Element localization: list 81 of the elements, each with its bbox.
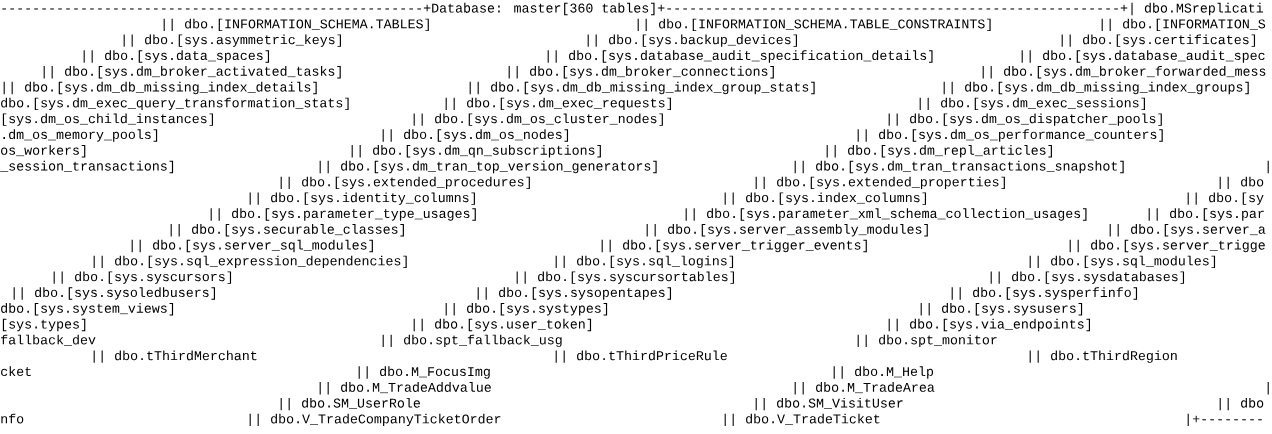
table-name-text: || dbo.[sys.sysdatabases] [990, 271, 1185, 284]
table-name-text: || dbo.[INFORMATION_SCHEMA.TABLES] [163, 18, 429, 32]
table-name-text: || dbo.tThirdRegion [1029, 350, 1177, 363]
table-name-text: || dbo.[sys.extended_procedures] [280, 176, 530, 190]
table-name-text: || dbo [1219, 176, 1264, 190]
table-name-text: || dbo.[sys.sysoledbusers] [13, 287, 215, 300]
table-name-text: || dbo.SM_UserRole [280, 397, 420, 411]
table-name-text: | [1267, 382, 1269, 395]
table-name-text: || dbo.[sys.dm_broker_activated_tasks] [43, 66, 341, 79]
table-name-text: || dbo.[sys.index_columns] [724, 192, 926, 205]
table-name-text: cket [1, 366, 31, 377]
table-name-text: || dbo.[sys.server_assembly_modules] [646, 224, 928, 237]
table-name-text: || dbo.[sys.dm_os_nodes] [382, 129, 569, 142]
table-name-text: || dbo.[sys.dm_os_dispatcher_pools] [888, 113, 1162, 126]
table-name-text: | [1267, 160, 1269, 174]
table-name-text: || dbo [1219, 397, 1264, 411]
table-name-text: || dbo.M_TradeArea [794, 382, 935, 395]
table-name-text: || dbo.[sys.dm_os_performance_counters] [857, 129, 1163, 142]
table-name-text: || dbo.tThirdPriceRule [555, 350, 727, 363]
table-name-text: || dbo.[sys.dm_exec_sessions] [919, 97, 1145, 111]
table-name-text: || dbo.[sys.backup_devices] [587, 34, 797, 47]
table-name-text: .dm_os_memory_pools] [3, 129, 158, 142]
table-name-text: || dbo.[sys.extended_properties] [755, 176, 1005, 190]
table-name-text: nfo [1, 413, 24, 424]
table-name-text: || dbo.[INFORMATION_SCHEMA.TABLE_CONSTRAINTS] [637, 18, 991, 32]
table-name-text: || dbo.[sys.sysperfinfo] [951, 287, 1138, 300]
table-name-text: || dbo.M_Help [833, 366, 934, 379]
table-name-text: || dbo.[sys.database_audit_specification_details] [547, 50, 933, 63]
table-name-text: || dbo.[sys.server_trigger_events] [601, 239, 867, 253]
table-name-text: || dbo.[sys.parameter_type_usages] [210, 208, 476, 221]
table-name-text: _session_transactions] [0, 160, 174, 174]
table-name-text: || dbo.[sys.via_endpoints] [888, 318, 1090, 332]
table-name-text: || dbo.[sys.syscursors] [53, 271, 232, 284]
table-name-text: || dbo.[sys.parameter_xml_schema_collection_usages] [685, 208, 1087, 221]
table-name-text: || dbo.[sys.identity_columns] [249, 192, 475, 205]
table-name-text: || dbo.tThirdMerchant [93, 350, 257, 363]
table-name-text: || dbo.[sys.dm_os_cluster_nodes] [413, 113, 663, 126]
table-name-text: || dbo.[sys.par [1148, 208, 1264, 221]
table-name-text: || dbo.[sys.syscursortables] [516, 271, 734, 284]
table-name-text: [sys.types] [2, 318, 86, 332]
table-name-text: || dbo.[sys.dm_tran_top_version_generators] [319, 160, 657, 174]
table-name-text: || dbo.[sys.sysusers] [920, 303, 1083, 316]
table-name-text: || dbo.[sys.server_a [1109, 224, 1266, 237]
table-name-text: || dbo.[sys.dm_broker_forwarded_mess [982, 66, 1266, 79]
table-name-text: || dbo.[sys.sql_expression_dependencies] [93, 255, 407, 269]
table-name-text: || dbo.[sys.securable_classes] [170, 224, 404, 237]
table-name-text: || dbo.[sys.dm_db_missing_index_group_stats] [469, 81, 815, 95]
table-name-text: || dbo.spt_fallback_usg [382, 334, 562, 348]
table-name-text: || dbo.[sys.sql_logins] [555, 255, 734, 269]
table-name-text: || dbo.[INFORMATION_S [1101, 18, 1266, 32]
table-name-text: || dbo.[sys.certificates] [1061, 34, 1256, 47]
table-name-text: [sys.dm_os_child_instances] [2, 113, 213, 126]
table-name-text: || dbo.[sys.dm_db_missing_index_groups] [943, 81, 1249, 95]
table-name-text: || dbo.[sys.systypes] [445, 303, 608, 316]
table-name-text: |+-------- [1187, 413, 1262, 427]
table-name-text: dbo.[sys.dm_exec_query_transformation_stats] [1, 97, 349, 111]
table-name-text: -----------------------------------------------------+Database: master[360 tables]+---------------------------------------------------------+| dbo.MSreplicati [2, 2, 1263, 16]
table-name-text: || dbo.spt_monitor [857, 334, 997, 348]
table-name-text: || dbo.[sys.server_trigge [1069, 239, 1265, 253]
table-name-text: fallback_dev [1, 334, 96, 346]
table-name-text: || dbo.M_TradeAddvalue [319, 382, 491, 395]
table-name-text: || dbo.[sys.dm_exec_requests] [445, 97, 671, 111]
table-name-text: || dbo.V_TradeCompanyTicketOrder [249, 413, 501, 427]
table-name-text: os_workers] [1, 145, 86, 158]
table-name-text: || dbo.[sys.sysopentapes] [477, 287, 672, 300]
table-name-text: || dbo.[sys.dm_qn_subscriptions] [351, 145, 601, 158]
table-name-text: || dbo.[sy [1187, 192, 1264, 205]
table-name-text: || dbo.V_TradeTicket [724, 413, 880, 427]
table-name-text: || dbo.[sys.data_spaces] [83, 50, 270, 63]
table-name-text: || dbo.M_FocusImg [358, 366, 490, 379]
table-name-text: dbo.[sys.system_views] [1, 303, 174, 316]
table-name-text: || dbo.[sys.asymmetric_keys] [123, 34, 341, 47]
table-name-text: || dbo.[sys.user_token] [413, 318, 592, 332]
table-name-text: || dbo.[sys.dm_repl_articles] [826, 145, 1052, 158]
table-name-text: || dbo.[sys.sql_modules] [1029, 255, 1216, 269]
table-name-text: || dbo.[sys.dm_broker_connections] [508, 66, 774, 79]
table-name-text: || dbo.[sys.database_audit_spec [1021, 50, 1265, 63]
table-name-text: || dbo.[sys.dm_db_missing_index_details] [3, 81, 317, 95]
table-name-text: || dbo.[sys.dm_tran_transactions_snapshot] [794, 160, 1124, 174]
table-name-text: || dbo.SM_VisitUser [755, 397, 903, 411]
table-name-text: || dbo.[sys.server_sql_modules] [131, 239, 373, 253]
